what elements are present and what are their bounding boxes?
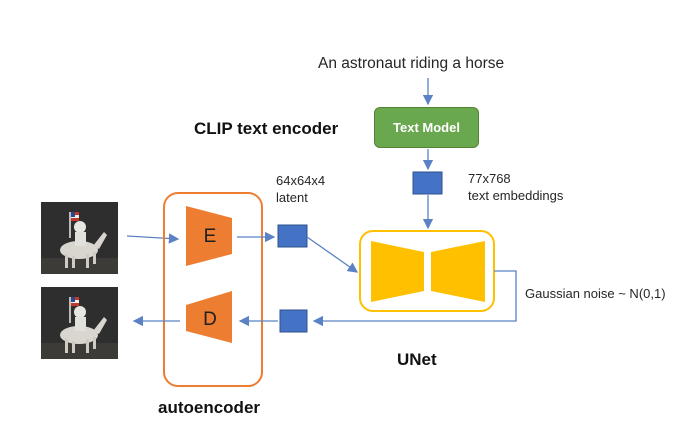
latent-dims: 64x64x4 [276, 173, 326, 188]
latent-caption: 64x64x4 latent [276, 172, 325, 206]
text-model-box: Text Model [374, 107, 479, 148]
embedding-label: text embeddings [468, 188, 564, 203]
unet-down-shape [371, 241, 424, 302]
latent-label: latent [276, 190, 308, 205]
noise-label: Gaussian noise ~ N(0,1) [525, 286, 666, 301]
decoder-shape [186, 291, 232, 343]
text-model-label: Text Model [393, 120, 460, 135]
output-latent-square [279, 309, 308, 333]
prompt-text: An astronaut riding a horse [318, 55, 505, 72]
arrow-latent-to-unet [306, 236, 359, 273]
decoder-letter: D [203, 309, 217, 330]
arrow-unet-output-loop [312, 270, 517, 327]
latent-square [277, 224, 308, 248]
encoder-letter: E [203, 226, 217, 247]
embedding-dims: 77x768 [468, 171, 511, 186]
encoder-shape [186, 206, 232, 266]
output-image [41, 287, 118, 359]
embedding-caption: 77x768 text embeddings [468, 170, 563, 204]
autoencoder-label: autoencoder [158, 398, 261, 417]
unet-label: UNet [397, 350, 437, 369]
embedding-square [412, 171, 443, 195]
unet-up-shape [431, 241, 485, 302]
input-image [41, 202, 118, 274]
autoencoder-box [163, 192, 263, 387]
arrow-input-to-encoder [126, 233, 180, 244]
clip-encoder-label: CLIP text encoder [194, 119, 339, 138]
